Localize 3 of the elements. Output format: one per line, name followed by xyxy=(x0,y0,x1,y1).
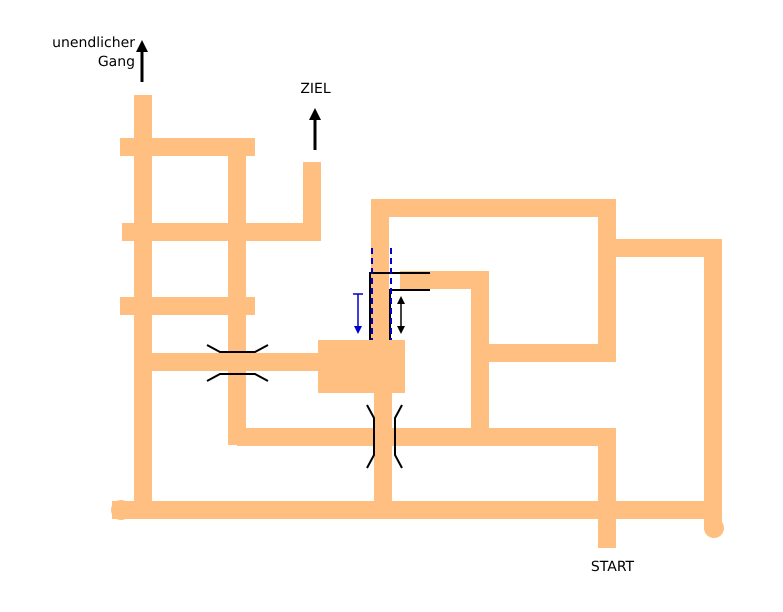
start-label: START xyxy=(590,558,636,577)
exit-label: unendlicher Gang xyxy=(51,34,135,72)
goal-label: ZIEL xyxy=(299,80,332,99)
